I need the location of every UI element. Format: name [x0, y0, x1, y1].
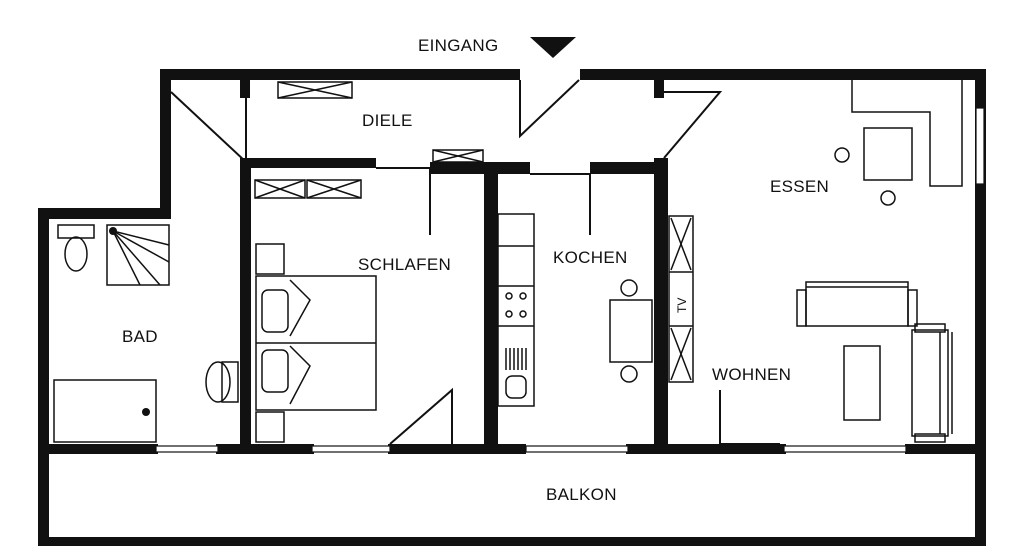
bedroom-furniture — [255, 243, 377, 443]
label-dining: ESSEN — [770, 177, 829, 196]
door-swings — [170, 79, 780, 445]
label-hall: DIELE — [362, 111, 413, 130]
label-bath: BAD — [122, 327, 158, 346]
label-tv: TV — [675, 298, 689, 313]
label-living: WOHNEN — [712, 365, 791, 384]
label-entrance: EINGANG — [418, 36, 499, 55]
windows — [155, 107, 985, 453]
kitchen-furniture — [497, 213, 694, 407]
bath-fixtures — [53, 224, 239, 443]
wardrobes — [254, 81, 484, 199]
label-kitchen: KOCHEN — [553, 248, 628, 267]
label-bedroom: SCHLAFEN — [358, 255, 451, 274]
living-furniture — [796, 80, 963, 443]
entrance-arrow-icon — [530, 37, 576, 58]
walls — [38, 69, 986, 546]
label-balcony: BALKON — [546, 485, 617, 504]
